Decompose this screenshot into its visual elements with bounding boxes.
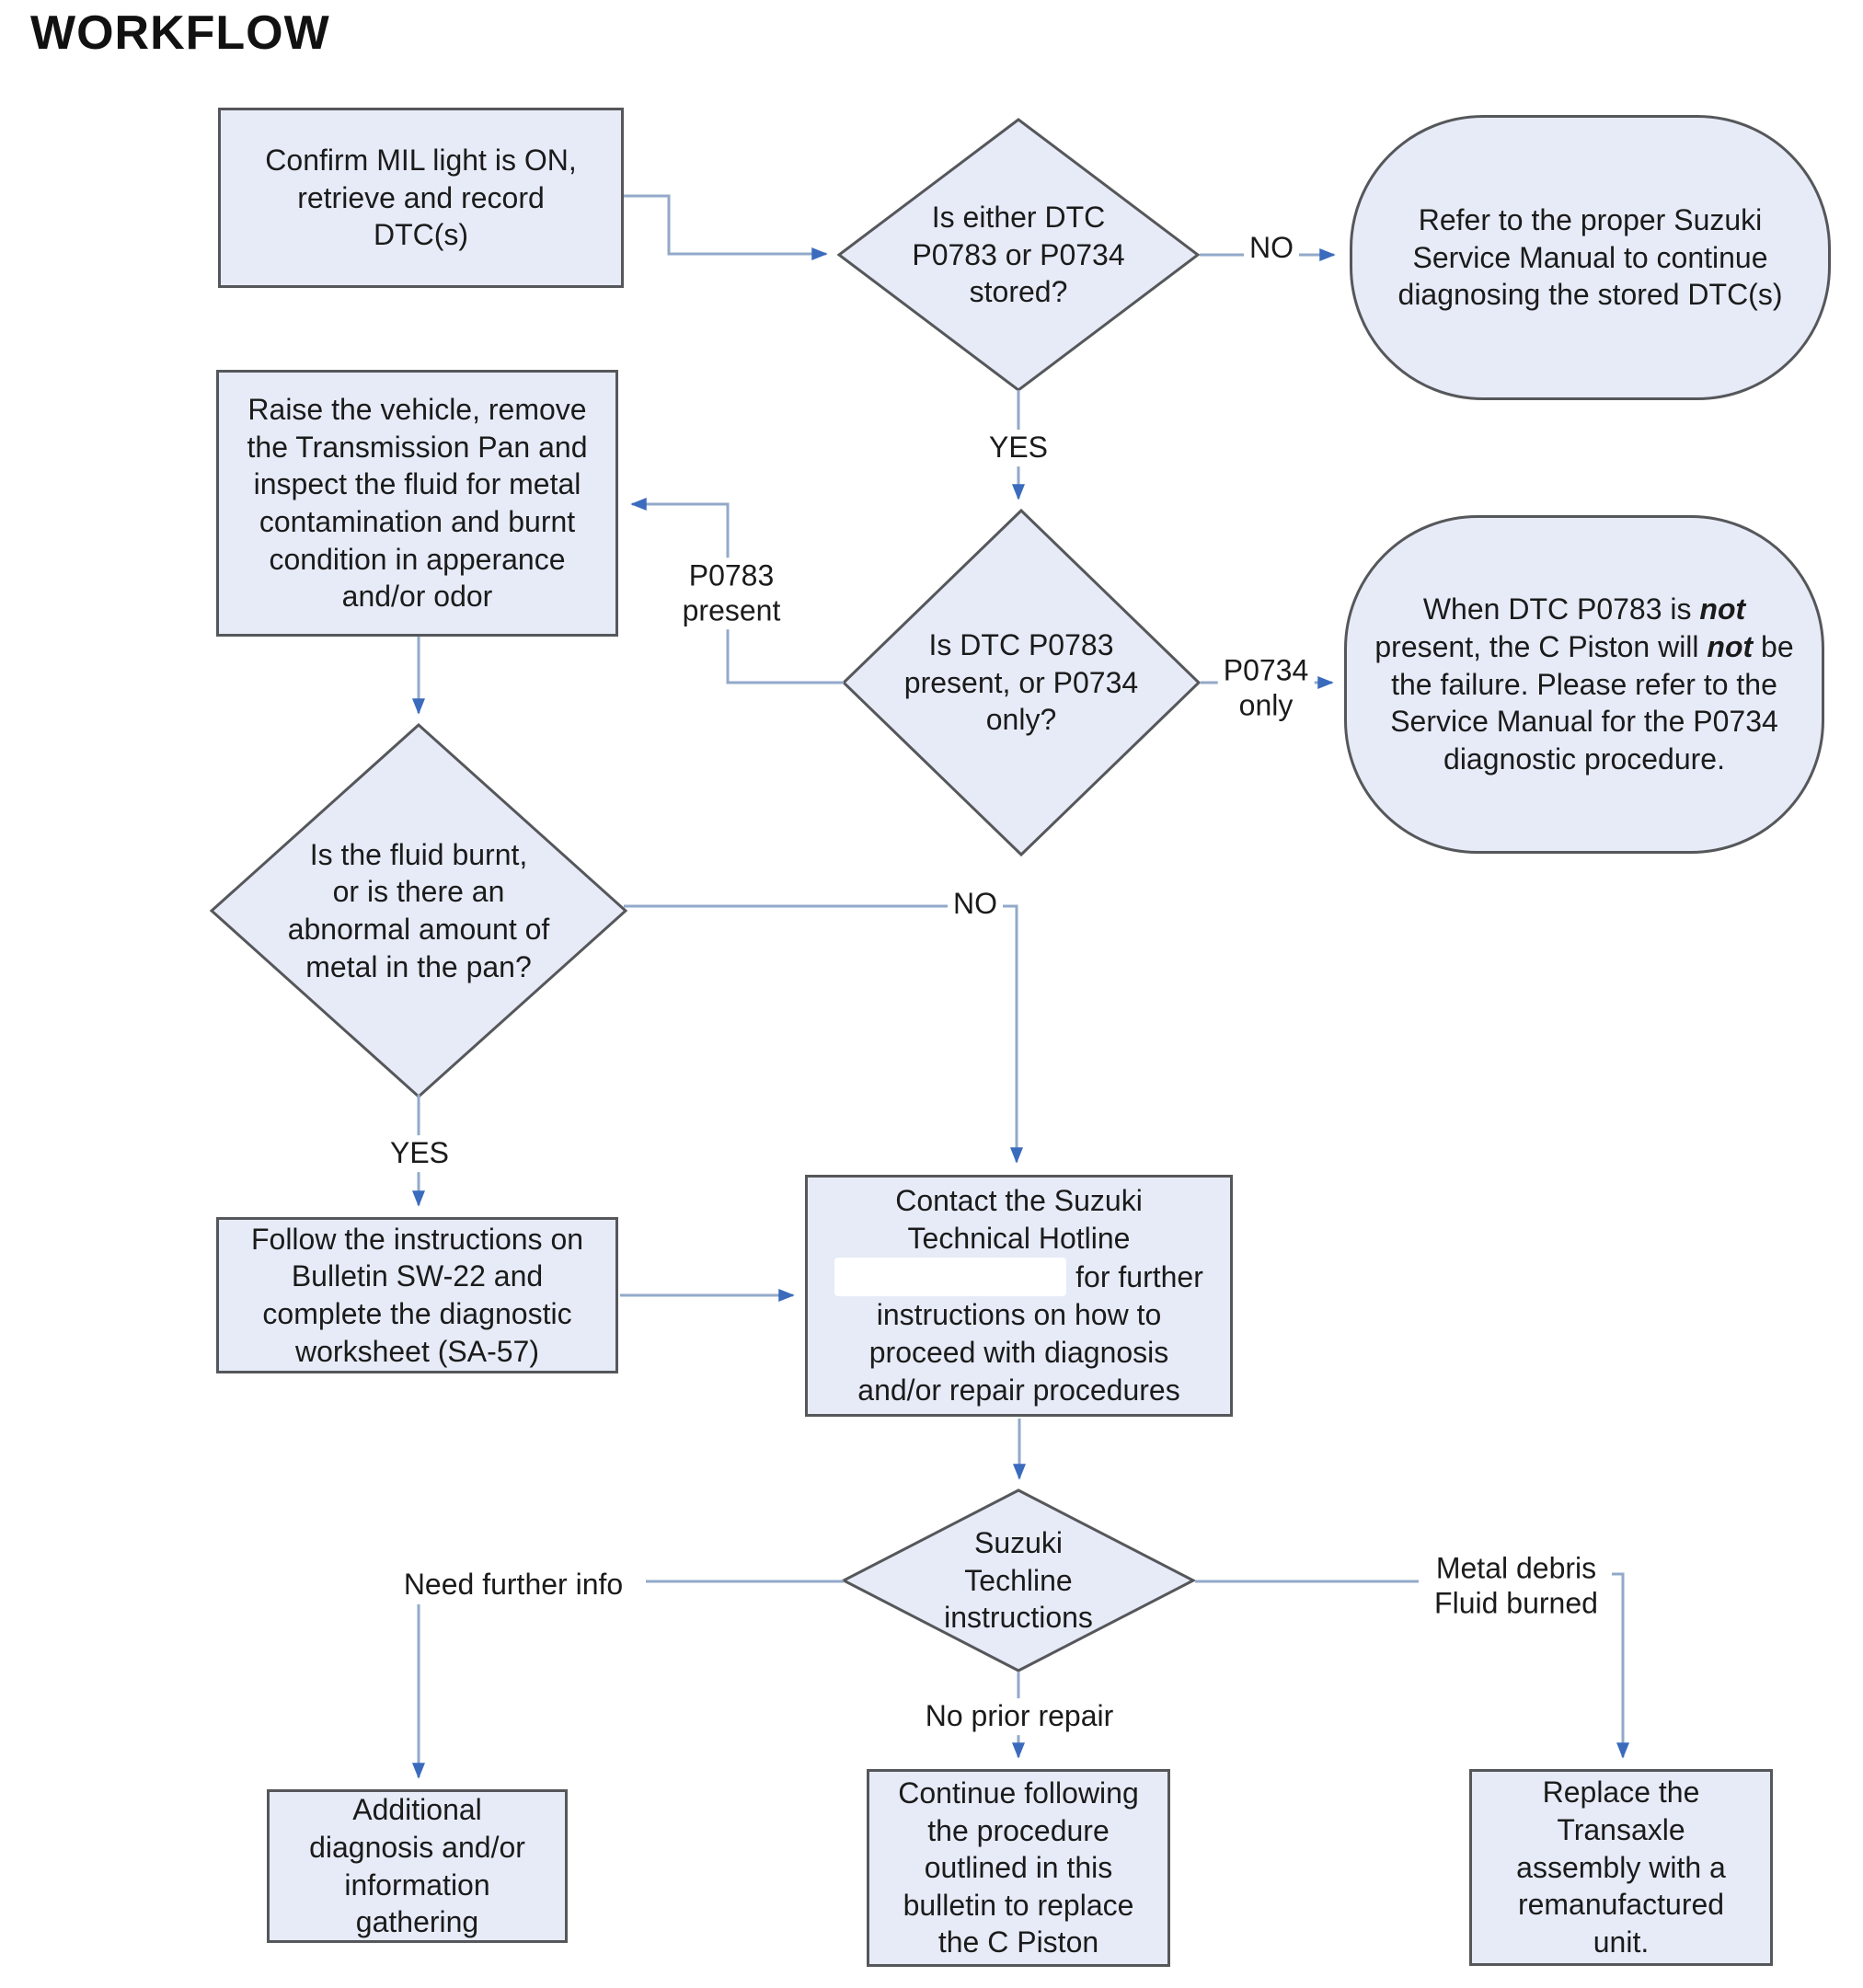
- node-continue-procedure-text: Continue following the procedure outline…: [898, 1775, 1139, 1959]
- node-contact-hotline: Contact the Suzuki Technical Hotline for…: [805, 1175, 1233, 1417]
- contact-line-3-text: for further: [1075, 1259, 1203, 1293]
- node-replace-transaxle-text: Replace the Transaxle assembly with a re…: [1516, 1775, 1726, 1959]
- not-c-piston-seg3: present, the C Piston will: [1374, 630, 1708, 664]
- node-confirm-mil-text: Confirm MIL light is ON, retrieve and re…: [265, 144, 577, 252]
- contact-line-1: Contact the Suzuki: [895, 1184, 1143, 1217]
- node-refer-service-manual-text: Refer to the proper Suzuki Service Manua…: [1397, 203, 1783, 312]
- not-c-piston-seg4-emphasis: not: [1707, 630, 1754, 664]
- node-follow-sw22-text: Follow the instructions on Bulletin SW-2…: [250, 1222, 584, 1368]
- contact-line-3: for further: [808, 1258, 1230, 1296]
- not-c-piston-seg5: be the failure. Please refer to the Serv…: [1390, 630, 1794, 776]
- redacted-phone-number: [834, 1258, 1067, 1296]
- node-follow-sw22: Follow the instructions on Bulletin SW-2…: [216, 1217, 618, 1373]
- contact-line-2: Technical Hotline: [907, 1222, 1131, 1255]
- not-c-piston-seg2-emphasis: not: [1699, 592, 1746, 626]
- node-raise-vehicle: Raise the vehicle, remove the Transmissi…: [216, 370, 618, 637]
- node-contact-hotline-text: Contact the Suzuki Technical Hotline for…: [808, 1175, 1230, 1417]
- edge-label-no-dtc: NO: [1244, 230, 1299, 267]
- fluid-burnt-diamond: [209, 722, 628, 1099]
- page-title: WORKFLOW: [30, 6, 330, 60]
- edge-label-metal-debris: Metal debris Fluid burned: [1434, 1551, 1598, 1619]
- not-c-piston-seg1: When DTC P0783 is: [1422, 592, 1700, 626]
- edge-confirm-to-dtc-stored: [624, 194, 828, 260]
- edge-no-to-contact-hotline: [624, 904, 1023, 1164]
- edge-label-p0734-only: P0734 only: [1217, 652, 1315, 724]
- edge-label-need-further-info: Need further info: [403, 1568, 624, 1602]
- node-additional-diagnosis: Additional diagnosis and/or information …: [267, 1789, 568, 1943]
- node-refer-service-manual: Refer to the proper Suzuki Service Manua…: [1350, 115, 1831, 400]
- edge-metal-debris-to-replace: [1612, 1572, 1629, 1759]
- node-additional-diagnosis-text: Additional diagnosis and/or information …: [309, 1793, 525, 1939]
- edge-label-yes-fluid: YES: [384, 1135, 455, 1172]
- edge-label-p0783-present: P0783 present: [676, 557, 787, 629]
- edge-label-yes-dtc: YES: [983, 430, 1054, 466]
- contact-line-4: instructions on how to: [876, 1298, 1162, 1331]
- contact-line-5: proceed with diagnosis: [868, 1336, 1169, 1369]
- p0783-present-diamond: [841, 508, 1202, 857]
- node-confirm-mil: Confirm MIL light is ON, retrieve and re…: [218, 108, 624, 288]
- node-not-c-piston-text: When DTC P0783 is not present, the C Pis…: [1373, 591, 1796, 777]
- node-not-c-piston: When DTC P0783 is not present, the C Pis…: [1344, 515, 1824, 854]
- contact-line-6: and/or repair procedures: [857, 1373, 1180, 1407]
- dtc-stored-diamond: [836, 118, 1201, 392]
- node-replace-transaxle: Replace the Transaxle assembly with a re…: [1469, 1769, 1773, 1966]
- techline-diamond: [840, 1488, 1197, 1672]
- node-continue-procedure: Continue following the procedure outline…: [867, 1769, 1170, 1967]
- edge-label-no-prior-repair: No prior repair: [919, 1698, 1120, 1735]
- node-raise-vehicle-text: Raise the vehicle, remove the Transmissi…: [247, 393, 588, 614]
- edge-label-no-fluid: NO: [948, 886, 1003, 923]
